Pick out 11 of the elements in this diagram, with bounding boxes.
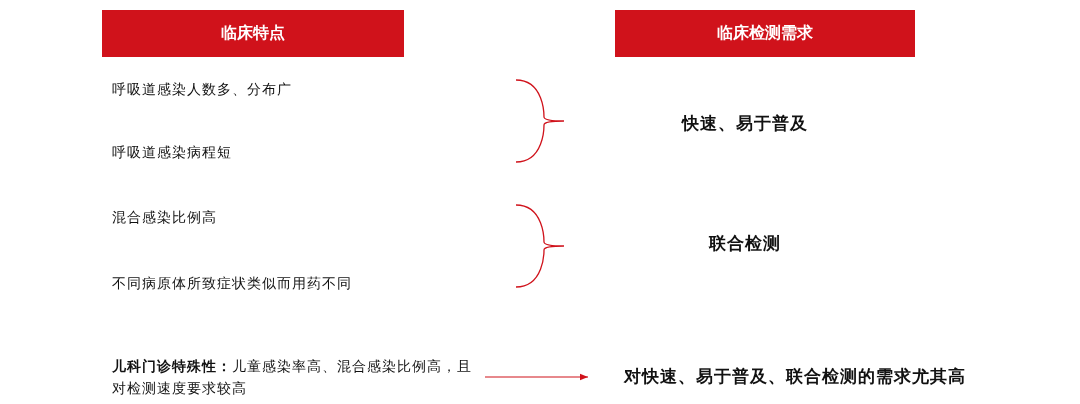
header-band: 临床特点 xyxy=(102,10,404,57)
requirement-text: 快速、易于普及 xyxy=(620,112,870,138)
arrow xyxy=(484,373,589,381)
text-item: 不同病原体所致症状类似而用药不同 xyxy=(112,272,492,294)
requirement-text: 对快速、易于普及、联合检测的需求尤其高 xyxy=(590,365,1000,391)
text-item: 儿科门诊特殊性：儿童感染率高、混合感染比例高，且对检测速度要求较高 xyxy=(112,355,477,399)
text-item: 呼吸道感染人数多、分布广 xyxy=(112,78,492,100)
requirement-text: 联合检测 xyxy=(620,232,870,258)
text-item: 呼吸道感染病程短 xyxy=(112,141,492,163)
text-item: 混合感染比例高 xyxy=(112,206,492,228)
header-band: 临床检测需求 xyxy=(615,10,915,57)
